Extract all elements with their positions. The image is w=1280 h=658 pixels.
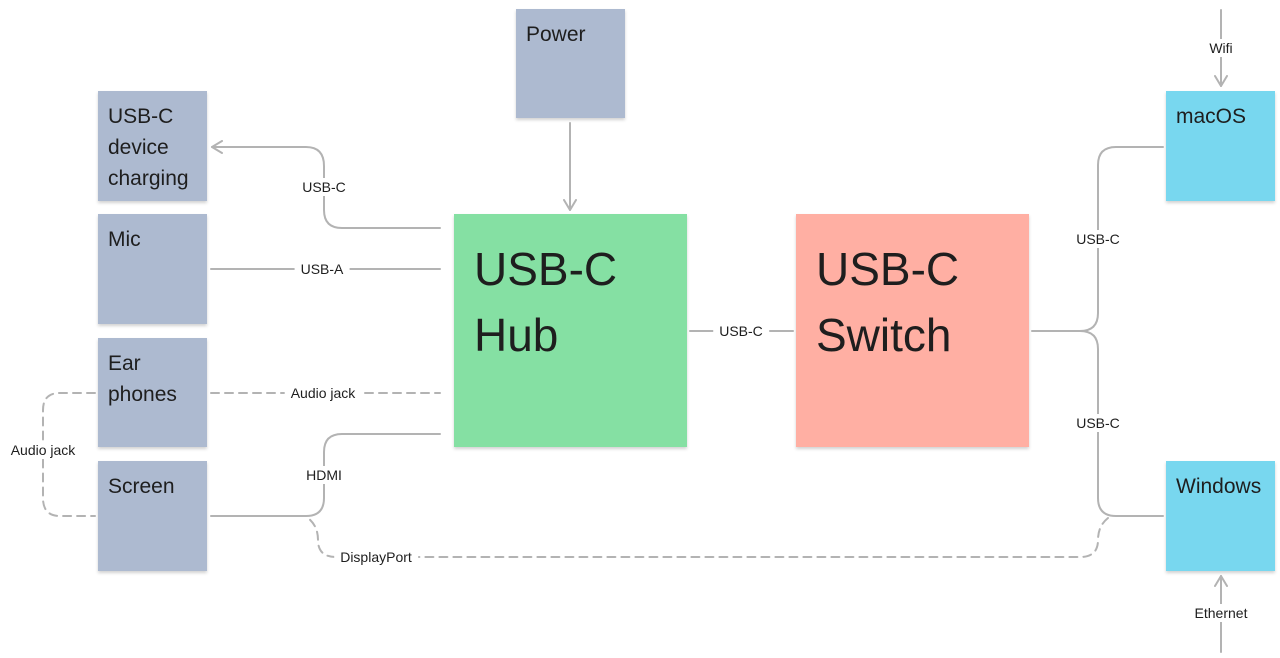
node-windows-label: Windows [1176, 475, 1262, 498]
edge-label-earphones-to-hub: Audio jack [284, 384, 362, 402]
edge-label-hub-to-charging: USB-C [296, 178, 352, 196]
edge-label-wifi: Wifi [1203, 39, 1239, 57]
edge-label-hub-to-switch: USB-C [713, 322, 769, 340]
node-usbc-hub[interactable]: USB-C Hub [454, 214, 687, 447]
node-power-label: Power [526, 23, 586, 46]
node-windows[interactable]: Windows [1166, 461, 1275, 571]
node-usbc-switch[interactable]: USB-C Switch [796, 214, 1029, 447]
node-usbc-device-charging-label: USB-C device charging [108, 105, 189, 190]
edge-label-mic-to-hub: USB-A [294, 260, 350, 278]
edge-label-switch-to-macos: USB-C [1070, 230, 1126, 248]
node-earphones-label: Ear phones [108, 352, 177, 406]
node-screen[interactable]: Screen [98, 461, 207, 571]
edge-label-switch-to-windows: USB-C [1070, 414, 1126, 432]
node-mic-label: Mic [108, 228, 141, 251]
edge-switch-to-windows [1079, 330, 1164, 517]
node-macos[interactable]: macOS [1166, 91, 1275, 201]
node-usbc-hub-label: USB-C Hub [474, 243, 618, 361]
node-power[interactable]: Power [516, 9, 625, 118]
edge-label-ethernet: Ethernet [1188, 604, 1254, 622]
node-screen-label: Screen [108, 475, 175, 498]
edge-label-hub-to-screen: HDMI [300, 466, 348, 484]
node-earphones[interactable]: Ear phones [98, 338, 207, 447]
node-mic[interactable]: Mic [98, 214, 207, 324]
node-usbc-device-charging[interactable]: USB-C device charging [98, 91, 207, 201]
edge-label-windows-to-screen: DisplayPort [334, 548, 418, 566]
node-usbc-switch-label: USB-C Switch [816, 243, 960, 361]
node-macos-label: macOS [1176, 105, 1247, 128]
edge-label-earphones-to-screen: Audio jack [4, 441, 82, 459]
edge-windows-to-screen [307, 517, 1109, 558]
